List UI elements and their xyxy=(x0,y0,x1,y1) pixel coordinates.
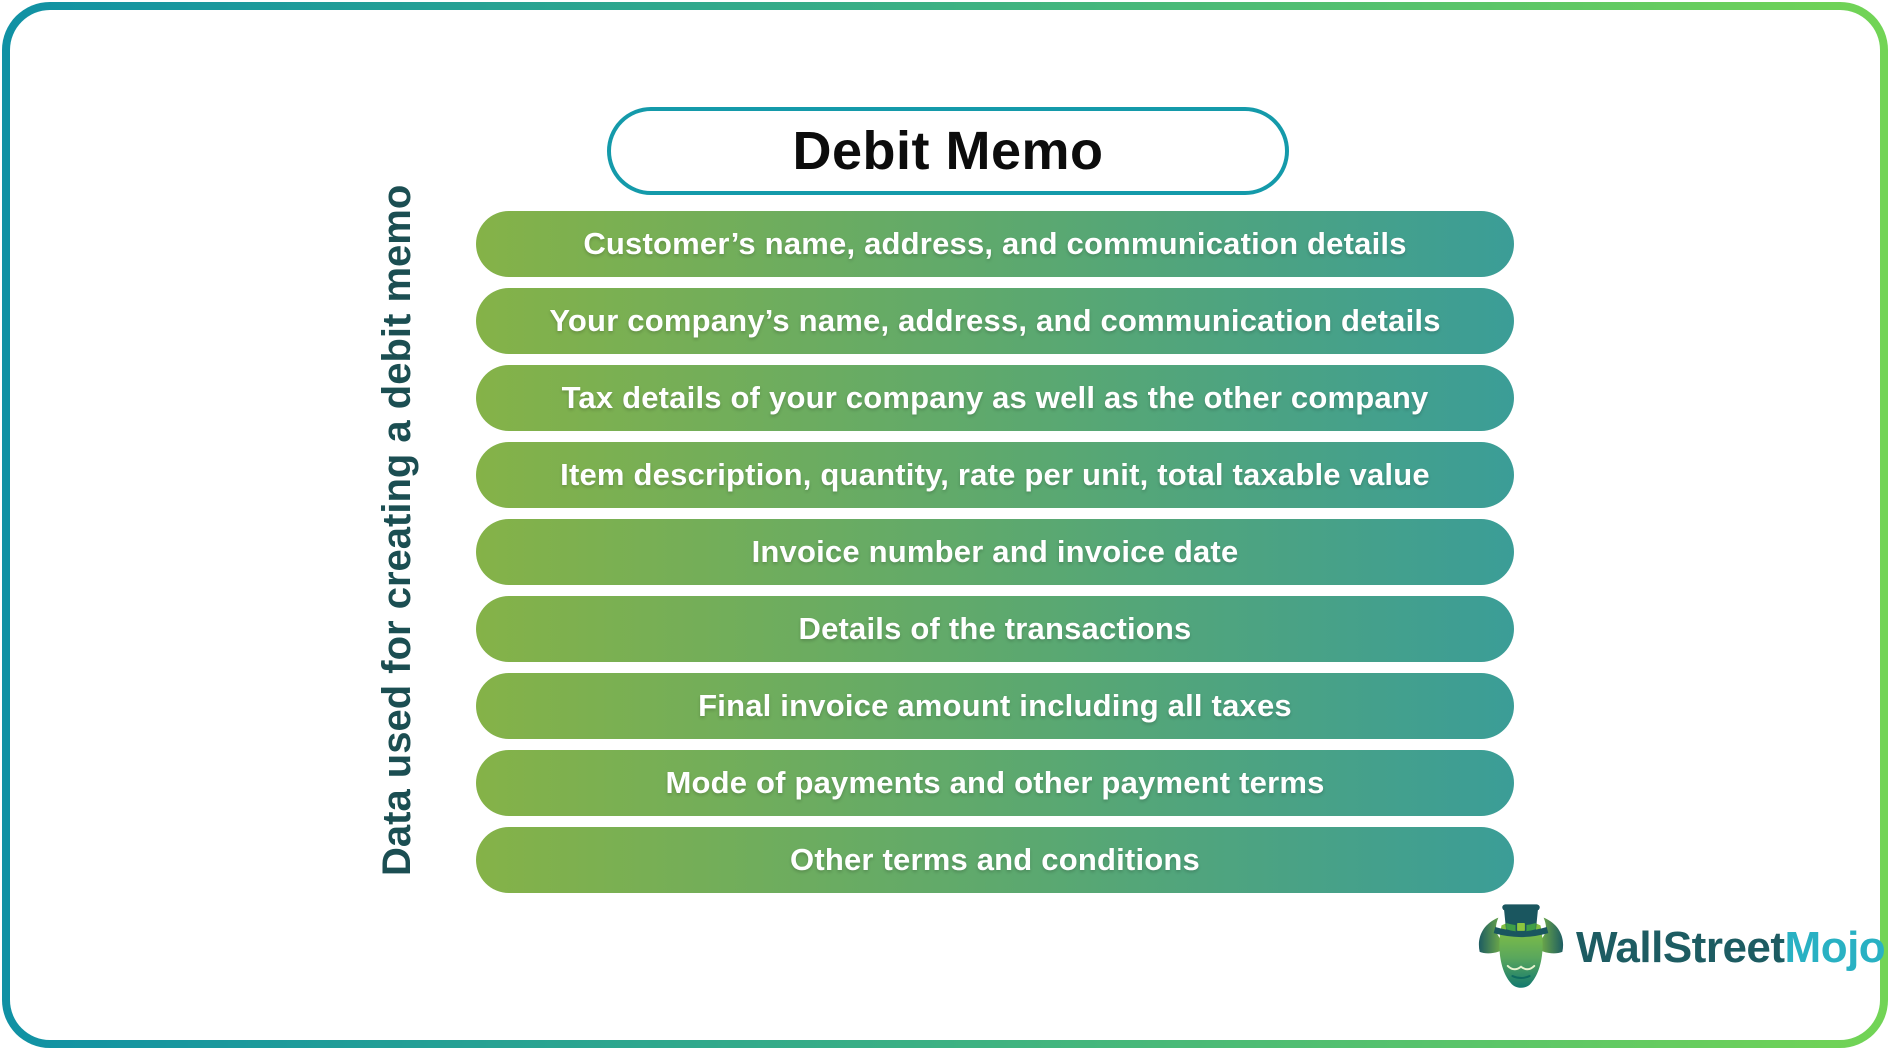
list-item-label: Item description, quantity, rate per uni… xyxy=(560,457,1430,492)
list-item-label: Customer’s name, address, and communicat… xyxy=(583,226,1407,261)
brand-name: WallStreetMojo xyxy=(1576,923,1886,973)
list-item: Details of the transactions xyxy=(476,596,1514,662)
list-item: Customer’s name, address, and communicat… xyxy=(476,211,1514,277)
brand-wallstreet: WallStreet xyxy=(1576,923,1785,972)
side-axis-label: Data used for creating a debit memo xyxy=(375,184,419,876)
bull-with-top-hat-icon xyxy=(1478,904,1564,988)
list-item: Mode of payments and other payment terms xyxy=(476,750,1514,816)
list-item-label: Tax details of your company as well as t… xyxy=(561,380,1429,415)
page-title: Debit Memo xyxy=(792,121,1104,181)
list-item-label: Details of the transactions xyxy=(798,611,1192,646)
list-item: Final invoice amount including all taxes xyxy=(476,673,1514,739)
list-item-label: Final invoice amount including all taxes xyxy=(698,688,1292,723)
list-item-label: Mode of payments and other payment terms xyxy=(665,765,1325,800)
list-item: Invoice number and invoice date xyxy=(476,519,1514,585)
list-item-label: Invoice number and invoice date xyxy=(751,534,1239,569)
title-box: Debit Memo xyxy=(607,107,1289,195)
list-item: Other terms and conditions xyxy=(476,827,1514,893)
list-item: Item description, quantity, rate per uni… xyxy=(476,442,1514,508)
list-item-label: Your company’s name, address, and commun… xyxy=(549,303,1441,338)
brand-mojo: Mojo xyxy=(1784,923,1886,972)
list-item: Your company’s name, address, and commun… xyxy=(476,288,1514,354)
list-item-label: Other terms and conditions xyxy=(790,842,1200,877)
list-item: Tax details of your company as well as t… xyxy=(476,365,1514,431)
wallstreetmojo-logo: WallStreetMojo xyxy=(1478,902,1886,994)
data-items-list: Customer’s name, address, and communicat… xyxy=(476,211,1514,893)
